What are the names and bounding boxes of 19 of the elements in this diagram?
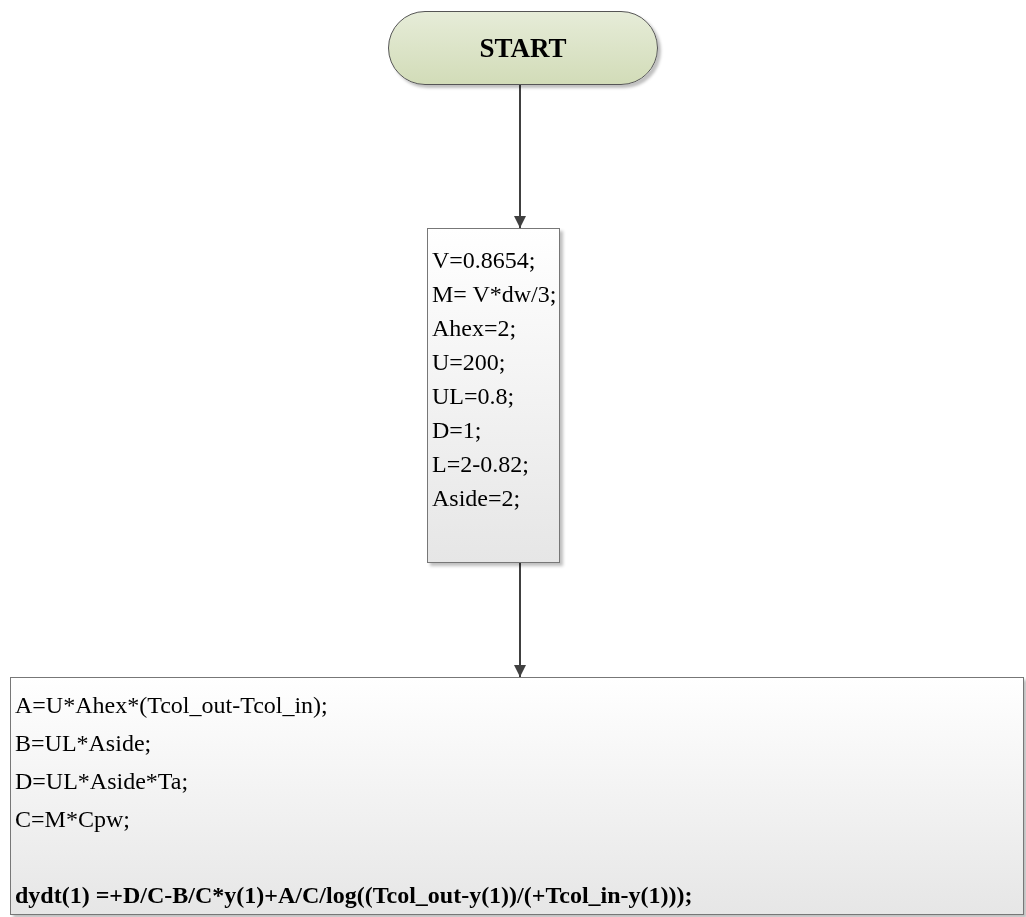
code-line: V=0.8654; bbox=[432, 246, 536, 275]
process-box bbox=[10, 677, 1024, 915]
code-line: C=M*Cpw; bbox=[15, 805, 130, 834]
code-line: M= V*dw/3; bbox=[432, 280, 557, 309]
start-terminal bbox=[388, 11, 658, 85]
code-line: B=UL*Aside; bbox=[15, 729, 152, 758]
code-line: UL=0.8; bbox=[432, 382, 515, 411]
process-box bbox=[427, 228, 560, 563]
arrow bbox=[514, 84, 526, 229]
terminal-label: START bbox=[479, 32, 567, 64]
code-line: Aside=2; bbox=[432, 484, 521, 513]
code-line: A=U*Ahex*(Tcol_out-Tcol_in); bbox=[15, 691, 328, 720]
code-line: U=200; bbox=[432, 348, 506, 377]
arrow bbox=[514, 562, 526, 678]
equation-text: dydt(1) =+D/C-B/C*y(1)+A/C/log((Tcol_out-y(1))/(+Tcol_in-y(1))); bbox=[15, 881, 693, 910]
code-line: D=1; bbox=[432, 416, 482, 445]
code-line: Ahex=2; bbox=[432, 314, 517, 343]
code-line: D=UL*Aside*Ta; bbox=[15, 767, 189, 796]
code-line: L=2-0.82; bbox=[432, 450, 529, 479]
